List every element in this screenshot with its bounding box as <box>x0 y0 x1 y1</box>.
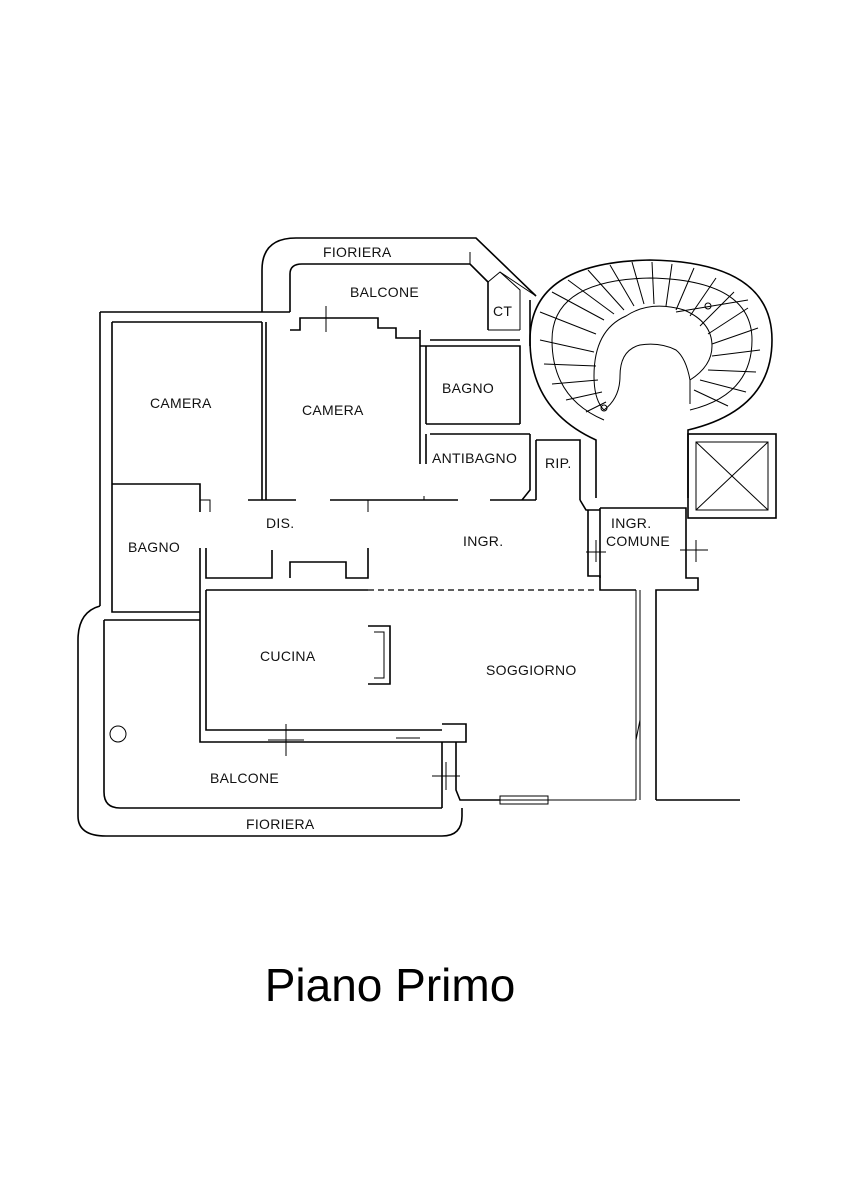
label-bagno-top: BAGNO <box>442 380 494 396</box>
label-rip: RIP. <box>545 455 572 471</box>
stair-treads <box>539 261 761 413</box>
label-dis: DIS. <box>266 515 294 531</box>
label-balcone-bottom: BALCONE <box>210 770 279 786</box>
label-ingr-comune-1: INGR. <box>611 515 651 531</box>
room-labels: FIORIERA BALCONE CT CAMERA CAMERA BAGNO … <box>128 244 670 832</box>
label-ct: CT <box>493 303 512 319</box>
label-antibagno: ANTIBAGNO <box>432 450 517 466</box>
label-fioriera-bottom: FIORIERA <box>246 816 315 832</box>
label-cucina: CUCINA <box>260 648 316 664</box>
label-bagno-left: BAGNO <box>128 539 180 555</box>
kitchen-living-walls <box>199 589 500 808</box>
label-ingr-comune-2: COMUNE <box>606 533 670 549</box>
label-ingr: INGR. <box>463 533 503 549</box>
top-planter <box>261 237 537 331</box>
label-camera-1: CAMERA <box>150 395 212 411</box>
floor-title: Piano Primo <box>264 959 516 1011</box>
label-balcone-top: BALCONE <box>350 284 419 300</box>
interior-walls <box>112 483 740 805</box>
label-soggiorno: SOGGIORNO <box>486 662 577 678</box>
bottom-planter <box>77 605 463 837</box>
label-camera-2: CAMERA <box>302 402 364 418</box>
label-fioriera-top: FIORIERA <box>323 244 392 260</box>
elevator-shaft <box>687 433 777 519</box>
spiral-staircase <box>529 259 773 498</box>
